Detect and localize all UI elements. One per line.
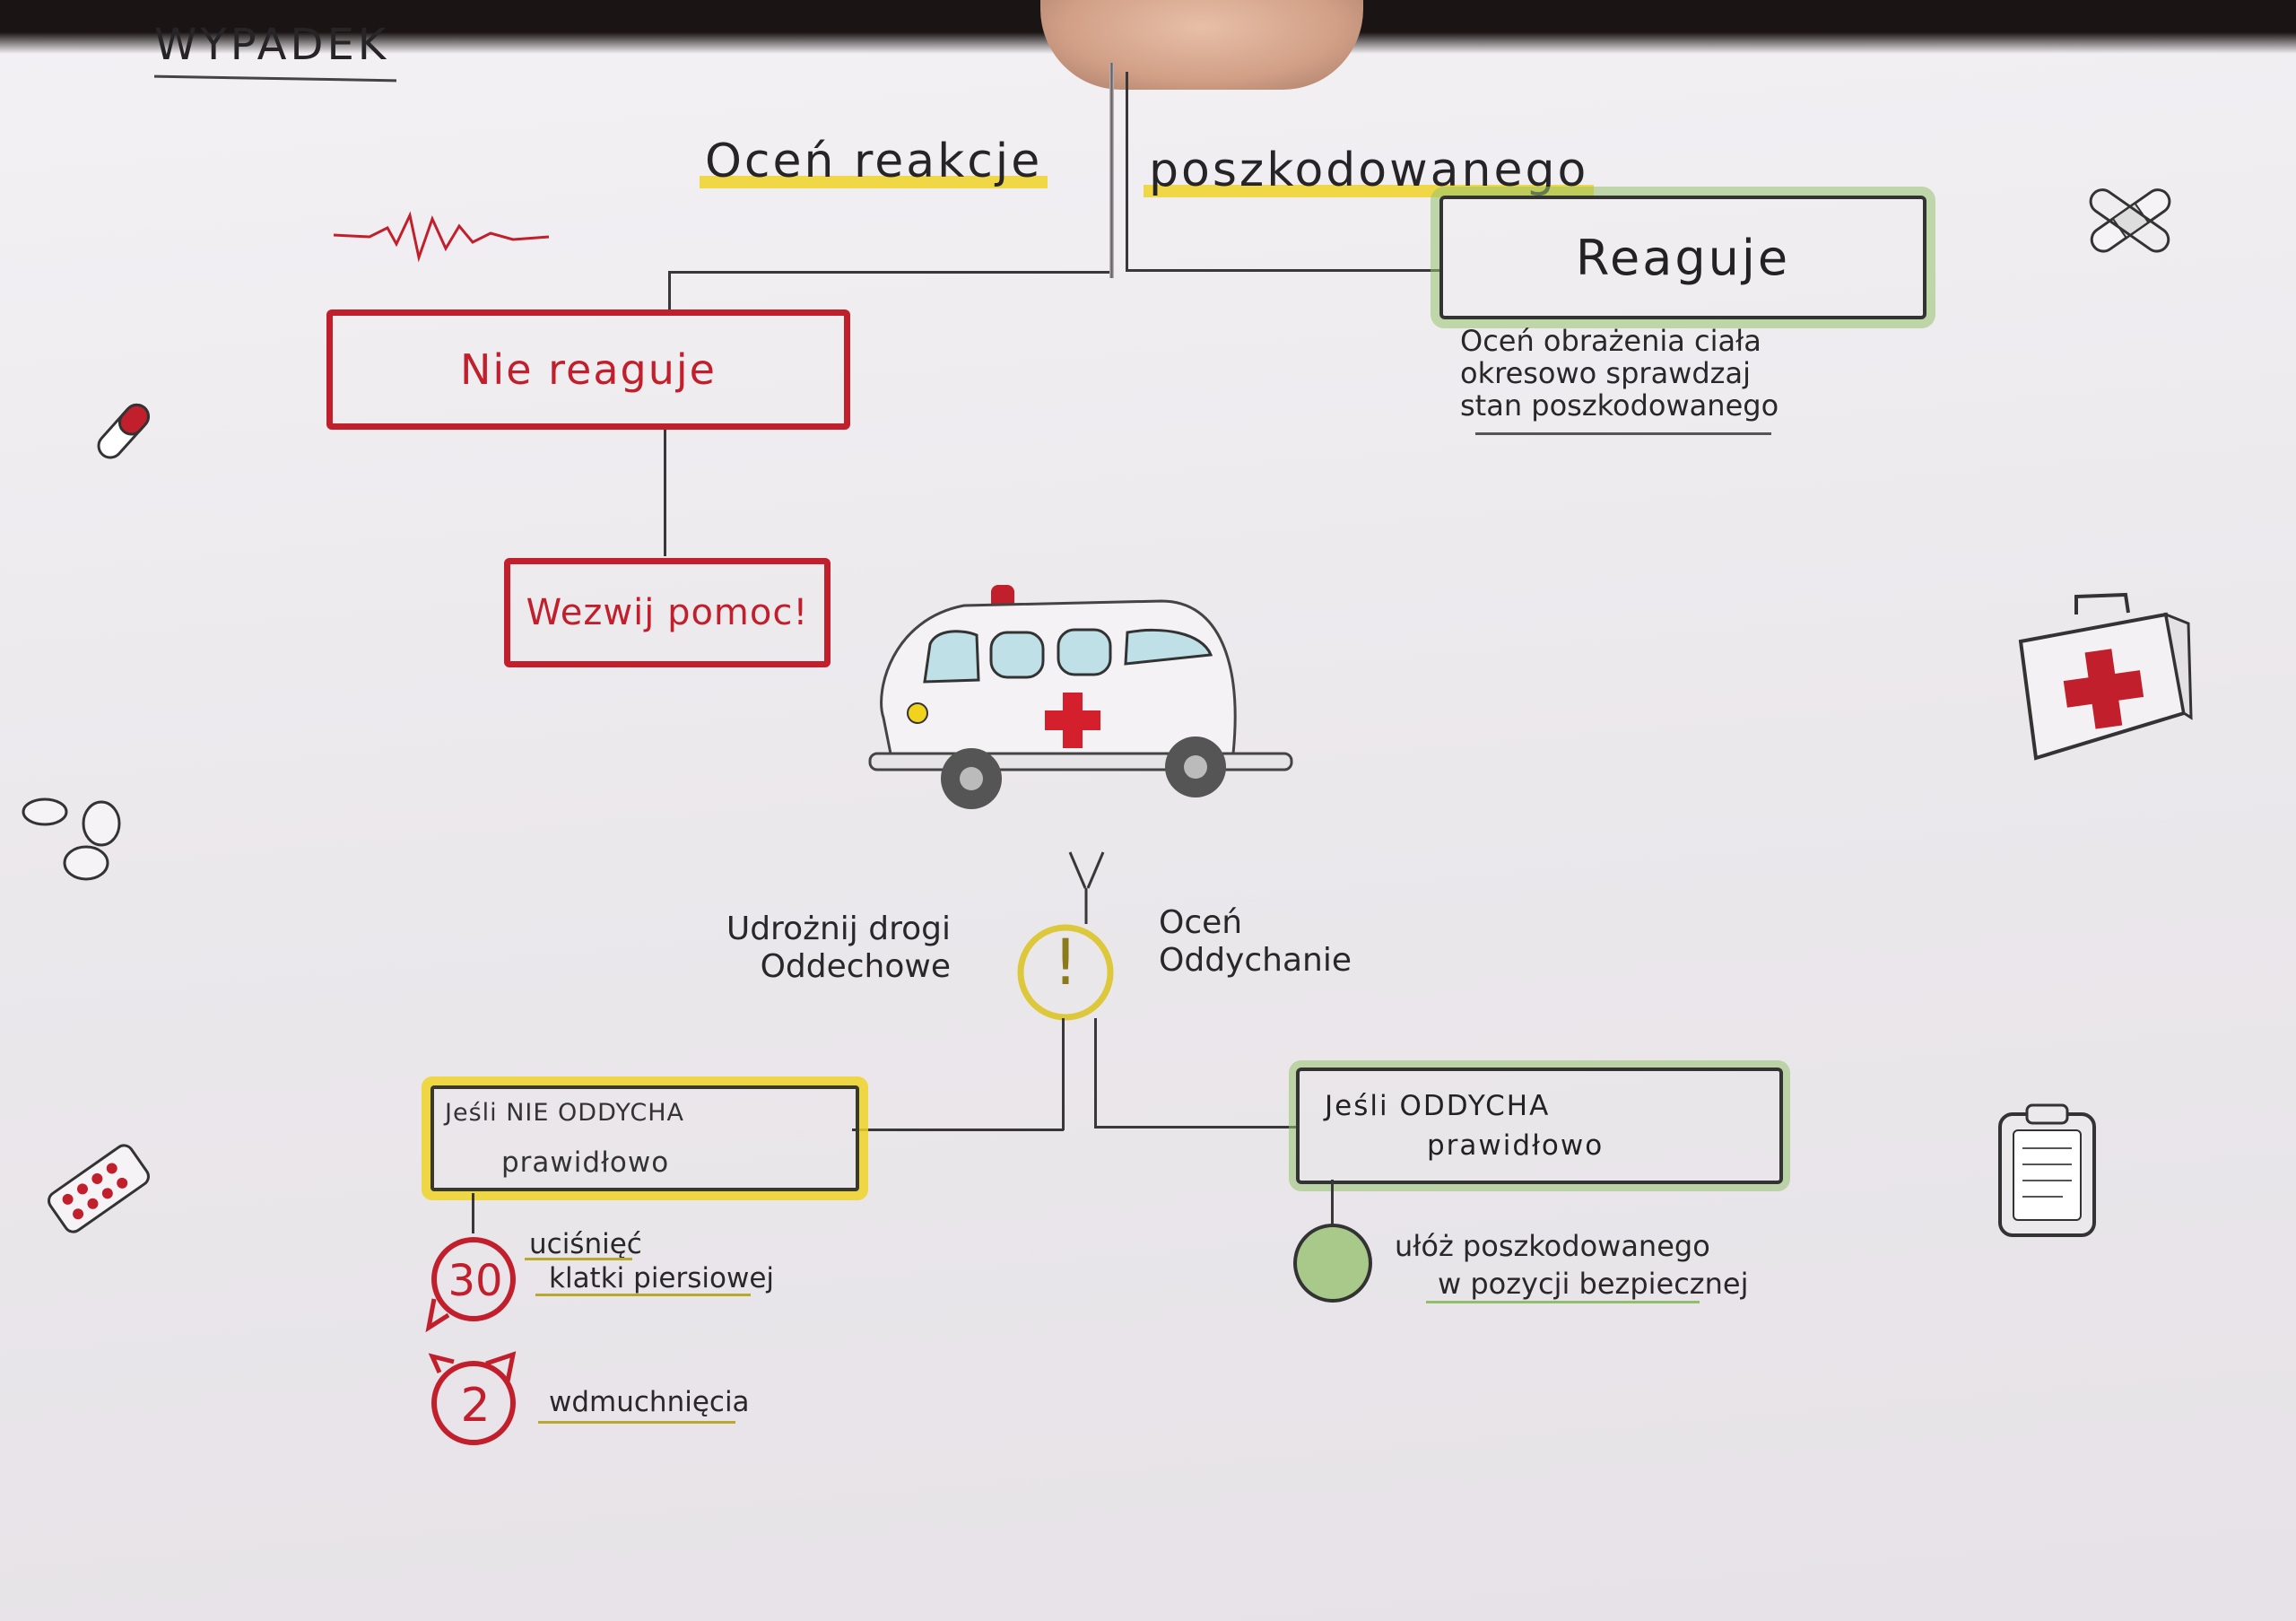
connector-top-right [1126, 269, 1439, 272]
connector-to-not-breathing [852, 1129, 1064, 1131]
response-note-underline [1475, 432, 1771, 435]
airway-note-line-1: Udrożnij drogi [726, 911, 951, 947]
connector-right-branch [1094, 1018, 1097, 1128]
connector-to-recovery [1331, 1180, 1334, 1226]
paper-fold [1109, 63, 1114, 278]
connector-to-compressions [472, 1193, 474, 1233]
breaths-underline [538, 1421, 735, 1424]
no-response-box: Nie reaguje [326, 309, 850, 430]
breathing-line-2: prawidłowo [1427, 1129, 1605, 1162]
not-breathing-line-1: Jeśli NIE ODDYCHA [445, 1098, 685, 1127]
response-note-line-3: stan poszkodowanego [1460, 388, 1779, 423]
response-box: Reaguje [1439, 196, 1926, 319]
breathing-box: Jeśli ODDYCHA prawidłowo [1296, 1068, 1783, 1184]
breaths-note: wdmuchnięcia [549, 1386, 750, 1418]
breathing-line-1: Jeśli ODDYCHA [1325, 1090, 1551, 1122]
not-breathing-line-2: prawidłowo [501, 1146, 670, 1179]
compressions-note: uciśnięć klatki piersiowej [529, 1227, 774, 1295]
recovery-note-line-2: w pozycji bezpiecznej [1438, 1267, 1749, 1301]
connector-no-response-down [664, 426, 666, 556]
bandage-icon [2089, 188, 2171, 253]
connector-top-left [668, 271, 1109, 274]
breathing-check-line-1: Oceń [1159, 904, 1243, 941]
holding-thumb [1040, 0, 1363, 90]
pill-capsule-icon [97, 403, 150, 459]
breaths-badge-icon [428, 1351, 517, 1445]
first-aid-kit-icon [2018, 592, 2193, 761]
compressions-badge-icon [425, 1237, 516, 1333]
connector-to-breathing [1094, 1126, 1296, 1129]
ambulance-icon [868, 585, 1293, 809]
compressions-note-line-2: klatki piersiowej [549, 1262, 775, 1294]
not-breathing-box: Jeśli NIE ODDYCHA prawidłowo [430, 1085, 859, 1191]
response-note-line-1: Oceń obrażenia ciała [1460, 324, 1761, 358]
airway-note: Udrożnij drogi Oddechowe [718, 911, 951, 986]
headline-right-text: poszkodowanego [1144, 144, 1594, 197]
breathing-check-note: Oceń Oddychanie [1159, 904, 1352, 980]
alert-mark: ! [1052, 926, 1079, 999]
blister-pack-icon [48, 1144, 150, 1233]
airway-note-line-2: Oddechowe [760, 948, 951, 985]
headline-left: Oceń reakcje [700, 135, 1048, 188]
compressions-underline-2 [535, 1294, 751, 1296]
heartbeat-icon [333, 211, 550, 263]
response-note: Oceń obrażenia ciała okresowo sprawdzaj … [1460, 325, 1779, 422]
recovery-position-icon [1293, 1224, 1372, 1303]
recovery-note: ułóż poszkodowanego w pozycji bezpieczne… [1395, 1227, 1748, 1303]
compressions-count: 30 [448, 1256, 503, 1306]
connector-left-branch [1062, 1018, 1065, 1130]
connector-top-left-down [668, 271, 671, 314]
tablets-icon [22, 797, 121, 881]
recovery-note-line-1: ułóż poszkodowanego [1395, 1229, 1710, 1263]
page-title: WYPADEK [154, 20, 390, 70]
breathing-check-line-2: Oddychanie [1159, 942, 1352, 979]
headline-left-text: Oceń reakcje [700, 135, 1048, 188]
headline-right: poszkodowanego [1144, 144, 1594, 197]
compressions-underline-1 [525, 1258, 632, 1260]
alert-circle-icon [1017, 924, 1114, 1021]
alert-connector [1068, 851, 1105, 924]
breaths-count: 2 [460, 1379, 491, 1433]
recovery-underline [1426, 1301, 1700, 1303]
call-help-box: Wezwij pomoc! [504, 558, 831, 667]
compressions-note-line-1: uciśnięć [529, 1228, 642, 1260]
clipboard-icon [1998, 1103, 2096, 1237]
response-note-line-2: okresowo sprawdzaj [1460, 356, 1751, 390]
connector-fold-right [1126, 72, 1128, 271]
